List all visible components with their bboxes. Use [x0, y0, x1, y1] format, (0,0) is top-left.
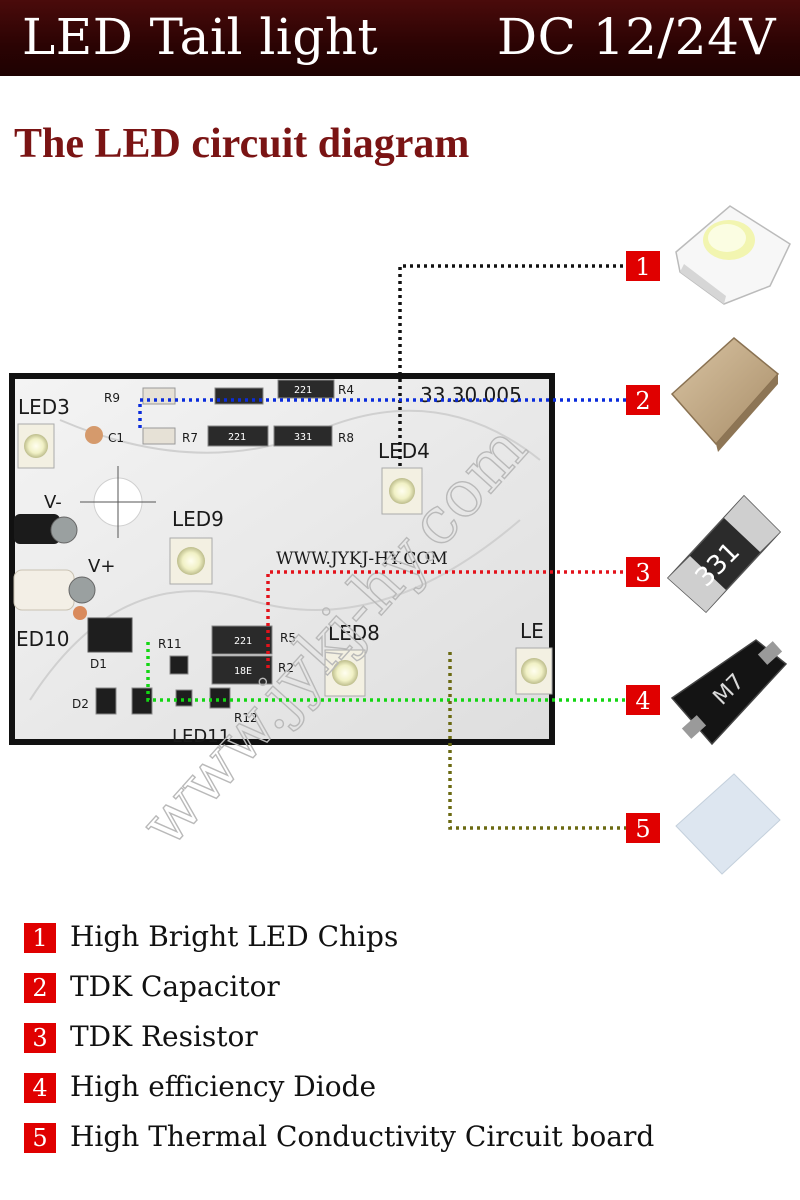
res-code-221-a: 221	[294, 385, 312, 396]
callout-badge-1: 1	[626, 251, 660, 281]
label-r12: R12	[234, 711, 258, 725]
legend-badge: 3	[24, 1023, 56, 1053]
component-resistor-image: 331	[666, 494, 782, 614]
board-led-edge	[515, 647, 553, 695]
legend: 1 High Bright LED Chips 2 TDK Capacitor …	[24, 915, 784, 1165]
label-r4: R4	[338, 383, 354, 397]
res-code-18e: 18E	[234, 666, 252, 677]
label-le: LE	[520, 619, 544, 643]
res-code-331: 331	[294, 432, 312, 443]
label-led3: LED3	[18, 395, 70, 419]
legend-badge: 5	[24, 1123, 56, 1153]
component-circuit-board-image	[675, 773, 781, 875]
board-led-led9	[169, 537, 213, 585]
smd-components	[85, 379, 335, 715]
legend-item: 3 TDK Resistor	[24, 1015, 784, 1065]
callout-badge-3: 3	[626, 557, 660, 587]
legend-item: 2 TDK Capacitor	[24, 965, 784, 1015]
legend-badge: 4	[24, 1073, 56, 1103]
header-banner: LED Tail light DC 12/24V	[0, 0, 800, 76]
svg-text:2: 2	[635, 387, 650, 415]
product-title: LED Tail light	[22, 8, 379, 66]
res-code-221-c: 221	[234, 636, 252, 647]
wire-negative	[14, 514, 78, 544]
label-d2: D2	[72, 697, 89, 711]
legend-label: TDK Resistor	[70, 1020, 258, 1053]
legend-badge: 2	[24, 973, 56, 1003]
label-led4: LED4	[378, 439, 430, 463]
legend-label: High efficiency Diode	[70, 1070, 377, 1103]
label-r5: R5	[280, 631, 296, 645]
wire-positive	[13, 569, 96, 620]
svg-text:5: 5	[635, 815, 650, 843]
res-code-221-b: 221	[228, 432, 246, 443]
label-led10: ED10	[16, 627, 70, 651]
leader-line-5	[448, 652, 626, 830]
label-r7: R7	[182, 431, 198, 445]
label-v-minus: V-	[44, 492, 62, 513]
board-led-led3	[17, 423, 55, 469]
callout-badge-4: 4	[626, 685, 660, 715]
callout-badge-5: 5	[626, 813, 660, 843]
component-led-chip-image	[675, 205, 791, 305]
svg-text:4: 4	[635, 687, 650, 715]
legend-label: High Thermal Conductivity Circuit board	[70, 1120, 655, 1153]
legend-label: TDK Capacitor	[70, 970, 280, 1003]
svg-text:3: 3	[635, 559, 650, 587]
label-led8: LED8	[328, 621, 380, 645]
legend-item: 5 High Thermal Conductivity Circuit boar…	[24, 1115, 784, 1165]
label-r11: R11	[158, 637, 182, 651]
label-r2: R2	[278, 661, 294, 675]
leader-line-1	[398, 264, 626, 466]
label-part-number: 33.30.005	[420, 383, 522, 407]
label-r9: R9	[104, 391, 120, 405]
board-url: WWW.JYKJ-HY.COM	[276, 549, 448, 569]
legend-item: 1 High Bright LED Chips	[24, 915, 784, 965]
voltage-label: DC 12/24V	[497, 8, 776, 66]
leader-line-2	[138, 398, 626, 428]
label-r8: R8	[338, 431, 354, 445]
legend-badge: 1	[24, 923, 56, 953]
legend-item: 4 High efficiency Diode	[24, 1065, 784, 1115]
callout-badge-2: 2	[626, 385, 660, 415]
leader-line-4	[146, 642, 626, 702]
label-c1: C1	[108, 431, 124, 445]
label-led11: LED11	[172, 726, 230, 747]
label-d1: D1	[90, 657, 107, 671]
legend-label: High Bright LED Chips	[70, 920, 399, 953]
board-led-led8	[324, 649, 366, 697]
diagram-subtitle: The LED circuit diagram	[14, 121, 470, 167]
component-capacitor-image	[670, 337, 780, 452]
circuit-diagram: LED3 LED4 LED9 LED8 ED10 LED11 LE R9 R4 …	[9, 205, 791, 875]
label-led9: LED9	[172, 507, 224, 531]
board-led-led4	[381, 467, 423, 515]
component-diode-image: M7	[670, 639, 788, 746]
label-v-plus: V+	[88, 556, 115, 577]
svg-text:1: 1	[635, 253, 650, 281]
